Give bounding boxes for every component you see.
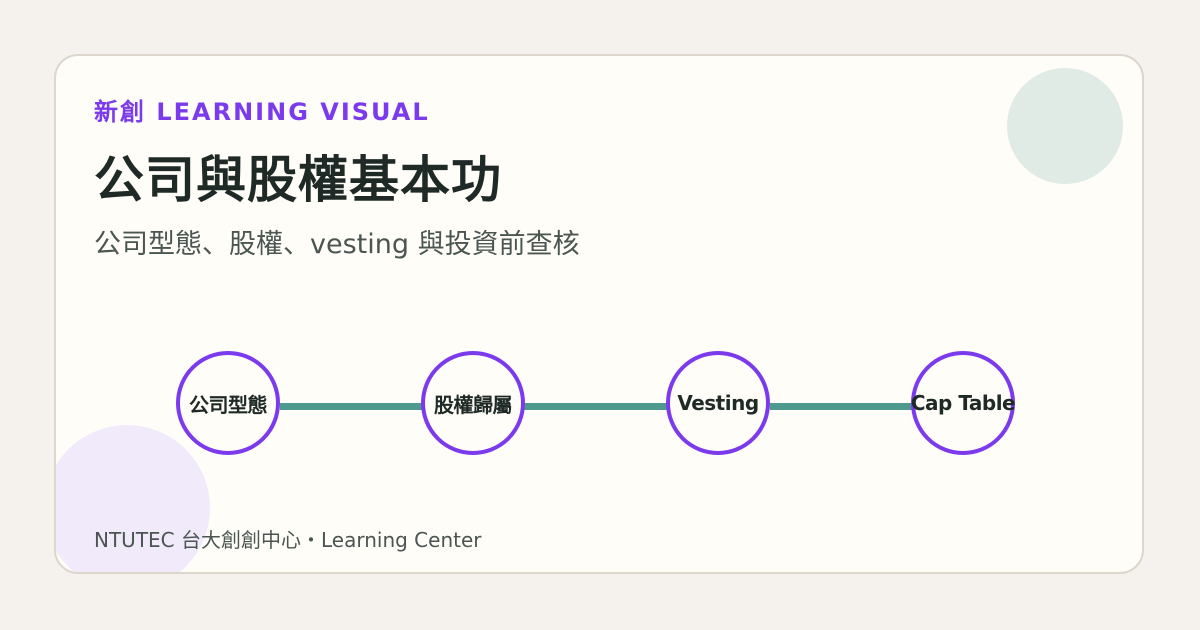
decorative-circle-purple — [56, 425, 210, 572]
flow-step-equity-ownership: 股權歸屬 — [421, 351, 525, 455]
flow-step-label: 股權歸屬 — [434, 392, 513, 417]
footer-credit: NTUTEC 台大創創中心・Learning Center — [94, 528, 482, 552]
flow-step-vesting: Vesting — [666, 351, 770, 455]
flow-step-label: Vesting — [677, 391, 759, 415]
kicker-label: 新創 LEARNING VISUAL — [94, 98, 430, 126]
learning-card: 新創 LEARNING VISUAL 公司與股權基本功 公司型態、股權、vest… — [54, 54, 1144, 574]
flow-connector-3 — [770, 403, 914, 410]
flow-step-label: Cap Table — [910, 391, 1016, 415]
flow-connector-1 — [280, 403, 424, 410]
flow-step-cap-table: Cap Table — [910, 351, 1016, 455]
flow-step-company-type: 公司型態 — [176, 351, 280, 455]
decorative-circle-green — [1007, 68, 1123, 184]
page-subtitle: 公司型態、股權、vesting 與投資前查核 — [94, 229, 580, 260]
flow-connector-2 — [524, 403, 670, 410]
process-flow: 公司型態 股權歸屬 Vesting Cap Table — [56, 56, 1142, 572]
flow-step-label: 公司型態 — [189, 392, 268, 417]
page-title: 公司與股權基本功 — [94, 151, 502, 209]
